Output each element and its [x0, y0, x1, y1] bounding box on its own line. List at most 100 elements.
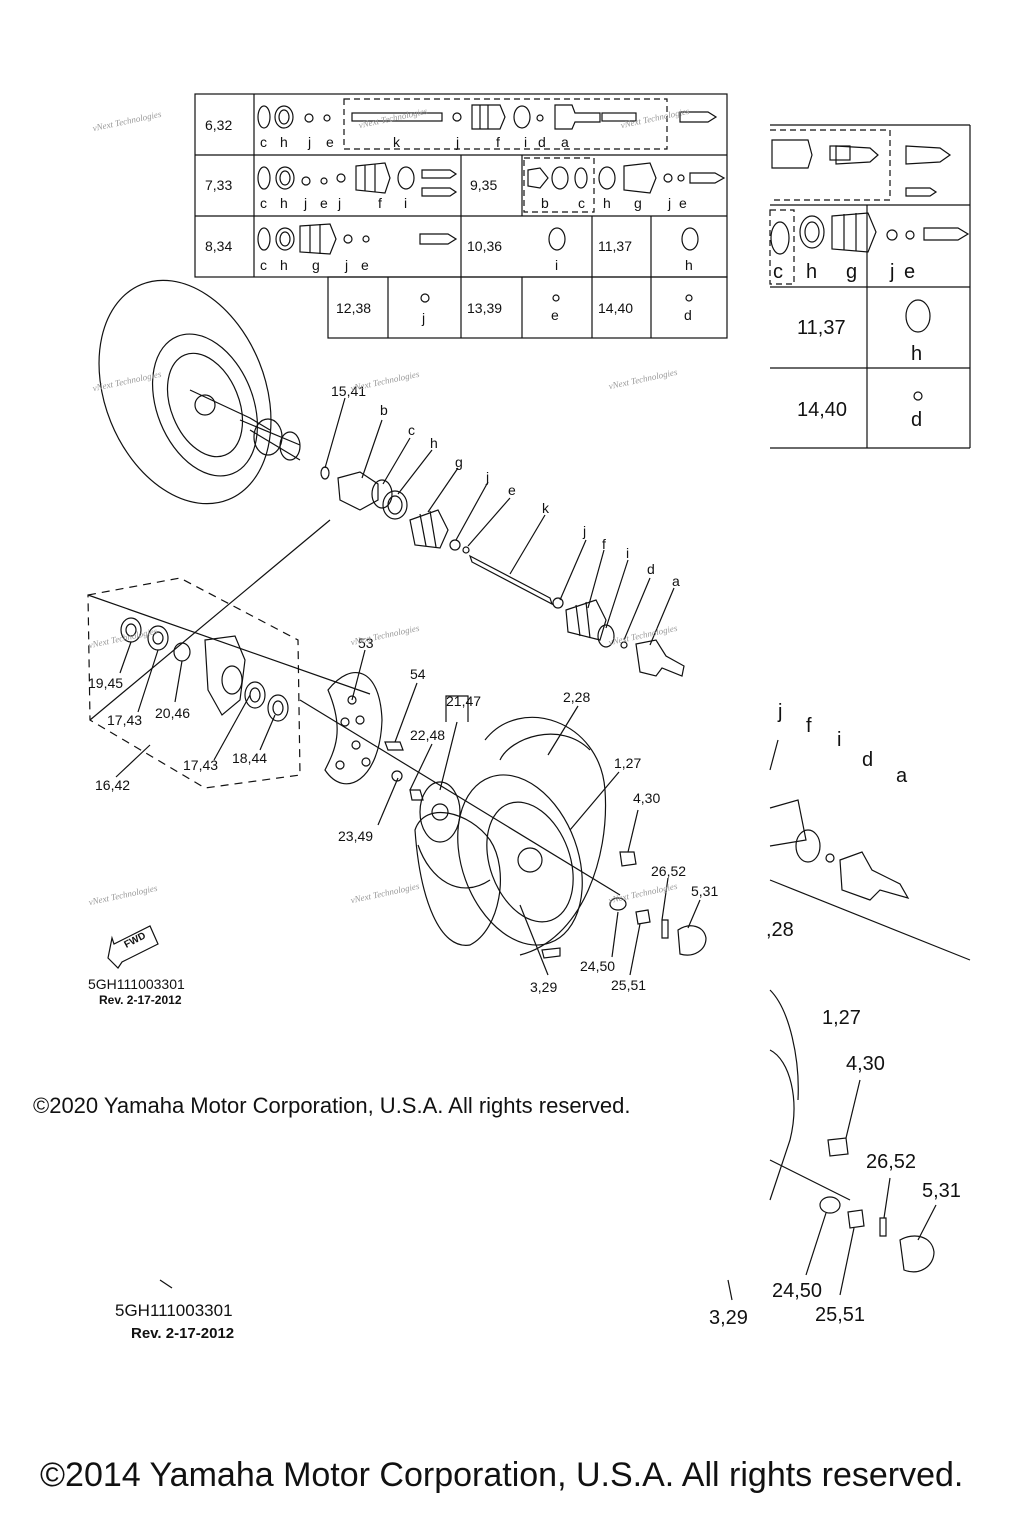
row4c-letter: d: [684, 307, 692, 323]
callout-f: f: [602, 536, 606, 552]
callout-22-48: 22,48: [410, 727, 446, 743]
zoom-table-num: 11,37: [797, 317, 846, 339]
callout-j: j: [486, 469, 490, 485]
callout-5-31: 5,31: [691, 883, 719, 899]
zoom-callout-j: j: [778, 701, 783, 723]
row3-letter: j: [345, 257, 349, 273]
revision-date: Rev. 2-17-2012: [99, 993, 182, 1007]
parts-table-grid: [194, 93, 728, 339]
row1-letter: i: [524, 134, 528, 150]
row1-letter: k: [393, 134, 400, 150]
zoom-callout-d: d: [862, 749, 874, 771]
row3b-letter: i: [555, 257, 559, 273]
callout-j: j: [583, 523, 587, 539]
copyright-2014: ©2014 Yamaha Motor Corporation, U.S.A. A…: [40, 1456, 964, 1494]
zoom-table-num: 14,40: [797, 399, 848, 421]
zoom-axle-crop: [159, 739, 971, 1301]
row1-letter: e: [326, 134, 334, 150]
row1-letter: j: [308, 134, 312, 150]
zoom-table-letter: e: [904, 261, 916, 283]
callout-26-52: 26,52: [651, 863, 687, 879]
part-reference: 5GH111003301: [88, 976, 185, 992]
row3-part-icons: [257, 223, 699, 255]
callout-c: c: [408, 422, 415, 438]
row3-letter: c: [260, 257, 267, 273]
zoom-table-letter: h: [911, 343, 923, 365]
row1-part-icons: [257, 104, 718, 130]
hub-and-wheel: [299, 699, 707, 959]
zoom-callout-28: ,28: [766, 919, 794, 941]
callout-d: d: [647, 561, 655, 577]
row2b-letter: j: [668, 195, 672, 211]
row4-letter: j: [422, 310, 426, 326]
zoom-callout-5-31: 5,31: [922, 1180, 961, 1202]
zoom-callout-24-50: 24,50: [772, 1280, 823, 1302]
callout-b: b: [380, 402, 388, 418]
revision-date-zoom: Rev. 2-17-2012: [131, 1325, 235, 1342]
callout-19-45: 19,45: [88, 675, 124, 691]
zoom-callout-3-29: 3,29: [709, 1307, 748, 1329]
row1-letter: a: [561, 134, 569, 150]
callout-2-28: 2,28: [563, 689, 591, 705]
table-row-11-37: 11,37: [598, 238, 632, 254]
row2-letter: e: [320, 195, 328, 211]
row3-letter: h: [280, 257, 288, 273]
row2-letter: c: [260, 195, 267, 211]
part-reference-zoom: 5GH111003301: [115, 1301, 233, 1320]
row2-letter: f: [378, 195, 382, 211]
callout-e: e: [508, 482, 516, 498]
callout-a: a: [672, 573, 680, 589]
row2b-letter: b: [541, 195, 549, 211]
leader-lines: [115, 397, 701, 976]
callout-23-49: 23,49: [338, 828, 374, 844]
callout-15-41: 15,41: [331, 383, 367, 399]
table-row-14-40: 14,40: [598, 300, 634, 316]
zoom-table-crop: [769, 124, 971, 449]
callout-21-47: 21,47: [446, 693, 482, 709]
zoom-table-letter: d: [911, 409, 923, 431]
fwd-arrow-icon: [107, 925, 159, 969]
table-row-10-36: 10,36: [467, 238, 503, 254]
callout-25-51: 25,51: [611, 977, 647, 993]
row1-letter: d: [538, 134, 546, 150]
wheel-top-left: [98, 279, 301, 505]
table-row-8-34: 8,34: [205, 238, 233, 254]
zoom-callout-f: f: [806, 715, 812, 737]
row2-letter: j: [338, 195, 342, 211]
row2-letter: h: [280, 195, 288, 211]
zoom-callout-25-51: 25,51: [815, 1304, 866, 1326]
callout-i: i: [626, 545, 630, 561]
callout-h: h: [430, 435, 438, 451]
table-row-7-33: 7,33: [205, 177, 233, 193]
callout-17-43: 17,43: [183, 757, 219, 773]
callout-53: 53: [358, 635, 374, 651]
table-row-9-35: 9,35: [470, 177, 498, 193]
row2b-letter: h: [603, 195, 611, 211]
row2-part-icons: [257, 162, 726, 197]
copyright-2020: ©2020 Yamaha Motor Corporation, U.S.A. A…: [33, 1093, 631, 1118]
zoom-callout-4-30: 4,30: [846, 1053, 885, 1075]
row4-part-icons: [420, 293, 693, 303]
zoom-table-letter: h: [806, 261, 818, 283]
callout-1-27: 1,27: [614, 755, 642, 771]
table-row-12-38: 12,38: [336, 300, 372, 316]
zoom-table-letter: g: [846, 261, 858, 283]
zoom-table-letter: c: [773, 261, 783, 283]
row3c-letter: h: [685, 257, 693, 273]
callout-18-44: 18,44: [232, 750, 268, 766]
row1-letter: j: [456, 134, 460, 150]
callout-3-29: 3,29: [530, 979, 558, 995]
callout-k: k: [542, 500, 549, 516]
row1-letter: f: [496, 134, 500, 150]
zoom-callout-26-52: 26,52: [866, 1151, 917, 1173]
row3-letter: g: [312, 257, 320, 273]
callout-17-43: 17,43: [107, 712, 143, 728]
callout-54: 54: [410, 666, 426, 682]
row2-letter: i: [404, 195, 408, 211]
table-row-6-32: 6,32: [205, 117, 233, 133]
zoom-callout-1-27: 1,27: [822, 1007, 861, 1029]
callout-4-30: 4,30: [633, 790, 661, 806]
zoom-callout-i: i: [837, 729, 842, 751]
drive-shaft-exploded: [320, 466, 685, 677]
